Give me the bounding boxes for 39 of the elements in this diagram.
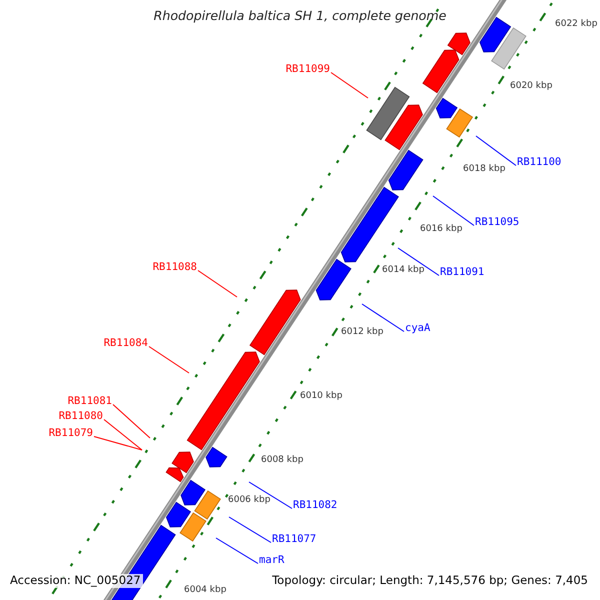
gene-label: RB11084 <box>104 338 148 348</box>
gene-label: cyaA <box>405 323 430 334</box>
gene-label: RB11088 <box>152 262 197 272</box>
gene-label: RB11100 <box>517 157 562 168</box>
scale-label: 6006 kbp <box>228 496 270 505</box>
gene-label: RB11079 <box>48 428 93 438</box>
scale-label: 6010 kbp <box>300 392 342 401</box>
gene-label: RB11091 <box>440 267 484 278</box>
scale-label: 6016 kbp <box>420 225 462 234</box>
leader-line <box>432 196 474 226</box>
leader-line <box>362 304 404 332</box>
gene-label: RB11099 <box>286 64 330 74</box>
leader-line <box>148 346 190 374</box>
title: Rhodopirellula baltica SH 1, complete genome <box>154 8 446 23</box>
leader-line <box>104 419 142 450</box>
leader-line <box>398 248 440 276</box>
scale-label: 6020 kbp <box>510 82 552 91</box>
scale-label: 6004 kbp <box>184 586 226 595</box>
gene-label: RB11095 <box>475 217 520 228</box>
scale-label: 6008 kbp <box>261 456 304 465</box>
leader-line <box>330 72 368 98</box>
leader-line <box>248 482 292 509</box>
gene-label: RB11082 <box>293 500 338 510</box>
scale-label: 6018 kbp <box>463 165 506 174</box>
scale-label: 6012 kbp <box>341 328 384 337</box>
gene-label: RB11081 <box>68 396 112 406</box>
gene-label: RB11080 <box>58 411 103 422</box>
gene-label: marR <box>259 555 284 566</box>
leader-line <box>198 270 238 298</box>
leader-line <box>228 516 272 543</box>
leader-line <box>94 436 142 450</box>
footer-text: Topology: circular; Length: 7,145,576 bp; Genes: 7,405 <box>270 574 590 588</box>
leader-line <box>216 538 258 564</box>
footer-text: Accession: NC_005027 <box>8 574 143 588</box>
leader-line <box>476 136 516 166</box>
scale-label: 6014 kbp <box>382 266 424 275</box>
gene-label: RB11077 <box>272 534 316 544</box>
leader-line <box>112 404 150 438</box>
scale-label: 6022 kbp <box>555 20 598 29</box>
